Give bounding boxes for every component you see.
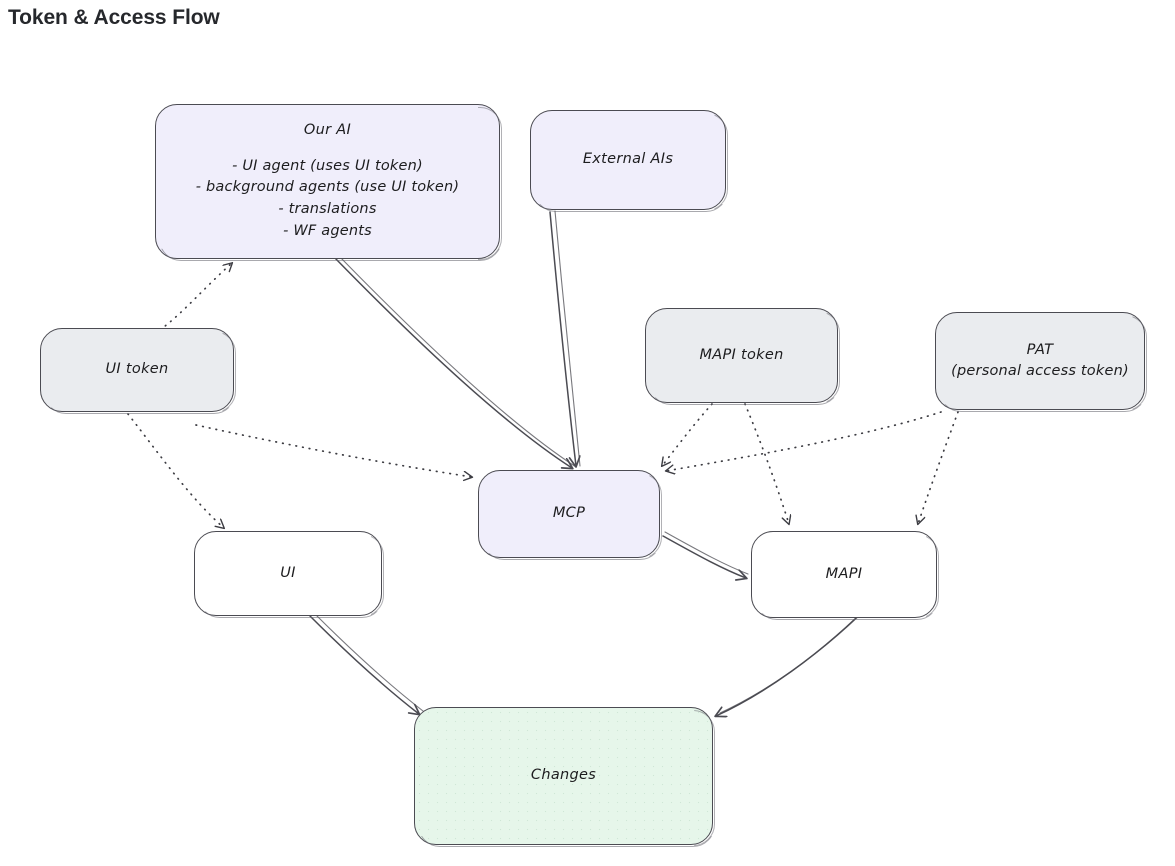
- node-mcp[interactable]: MCP: [478, 470, 662, 560]
- node-our-ai-line-2: - background agents (use UI token): [195, 179, 460, 196]
- node-pat-title: PAT: [1026, 341, 1054, 358]
- edge-ui-token-to-our-ai: [159, 263, 232, 331]
- node-our-ai[interactable]: Our AI - UI agent (uses UI token) - back…: [155, 104, 502, 261]
- edge-mapi-to-changes: [716, 614, 861, 716]
- edge-our-ai-to-mcp: [334, 256, 577, 468]
- node-our-ai-title: Our AI: [303, 122, 352, 139]
- node-changes-title: Changes: [530, 767, 597, 784]
- node-pat[interactable]: PAT (personal access token): [935, 312, 1147, 412]
- node-ui-token[interactable]: UI token: [40, 328, 236, 414]
- edge-mapi-token-to-mapi: [744, 403, 789, 524]
- edge-external-ais-to-mcp: [549, 210, 580, 466]
- node-our-ai-line-1: - UI agent (uses UI token): [232, 157, 423, 174]
- node-our-ai-line-4: - WF agents: [283, 222, 372, 239]
- node-ui[interactable]: UI: [194, 531, 384, 618]
- node-mapi-title: MAPI: [825, 565, 863, 582]
- node-changes[interactable]: Changes: [414, 707, 715, 847]
- node-external-ais-title: External AIs: [582, 151, 674, 168]
- page-title: Token & Access Flow: [8, 6, 220, 29]
- node-pat-subtitle: (personal access token): [951, 362, 1129, 379]
- edge-ui-token-to-mcp: [195, 424, 472, 477]
- edge-mcp-to-mapi: [662, 531, 749, 578]
- node-external-ais[interactable]: External AIs: [530, 110, 728, 212]
- edge-ui-token-to-ui: [127, 413, 224, 528]
- edge-mapi-token-to-mcp: [662, 403, 713, 466]
- node-ui-title: UI: [280, 564, 296, 581]
- node-mcp-title: MCP: [552, 505, 586, 522]
- node-mapi-token[interactable]: MAPI token: [645, 308, 840, 405]
- edge-ui-to-changes: [309, 612, 424, 714]
- node-ui-token-title: UI token: [105, 361, 169, 378]
- edge-pat-to-mcp: [666, 411, 942, 471]
- node-our-ai-body: - UI agent (uses UI token) - background …: [196, 156, 460, 243]
- edge-pat-to-mapi: [918, 411, 959, 524]
- node-mapi-token-title: MAPI token: [699, 346, 784, 363]
- node-mapi[interactable]: MAPI: [751, 531, 939, 620]
- node-our-ai-line-3: - translations: [278, 201, 377, 217]
